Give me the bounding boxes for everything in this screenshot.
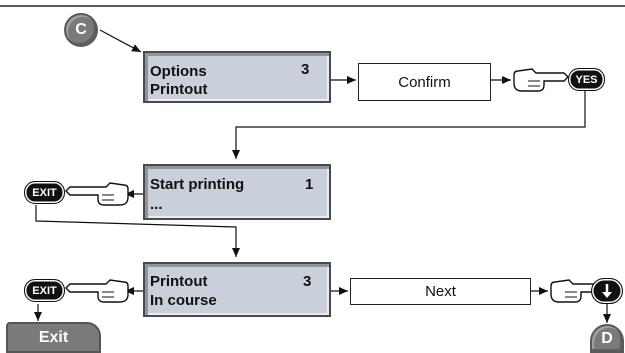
lcd-number: 1 bbox=[305, 176, 314, 193]
exit-key-label: EXIT bbox=[32, 186, 57, 199]
connector-d-label: D bbox=[601, 329, 613, 347]
connector-c-label: C bbox=[75, 21, 87, 38]
connector-c: C bbox=[64, 13, 98, 47]
lcd-line2: ... bbox=[150, 196, 163, 213]
lcd-line1: Printout bbox=[150, 273, 208, 290]
exit-key-label: EXIT bbox=[32, 284, 57, 297]
confirm-step: Confirm bbox=[358, 63, 491, 101]
lcd-line2: Printout bbox=[150, 81, 208, 98]
yes-key-label: YES bbox=[575, 73, 598, 86]
exit-key[interactable]: EXIT bbox=[24, 279, 65, 302]
pointing-hand-icon bbox=[65, 279, 129, 303]
lcd-number: 3 bbox=[303, 273, 312, 290]
confirm-label: Confirm bbox=[398, 73, 451, 91]
arrow-exit-to-printout bbox=[35, 205, 240, 257]
exit-key[interactable]: EXIT bbox=[24, 181, 65, 204]
lcd-screen-options: Options Printout 3 bbox=[143, 51, 331, 103]
connector-d: D bbox=[590, 324, 624, 353]
exit-terminal-label: Exit bbox=[38, 328, 69, 346]
pointing-hand-icon bbox=[513, 68, 569, 92]
down-arrow-icon bbox=[602, 284, 612, 298]
yes-key[interactable]: YES bbox=[568, 68, 605, 91]
arrow-yes-to-start-printing bbox=[232, 91, 586, 159]
next-label: Next bbox=[425, 283, 456, 300]
lcd-line1: Options bbox=[150, 63, 207, 80]
lcd-line2: In course bbox=[150, 292, 217, 309]
lcd-number: 3 bbox=[301, 61, 310, 78]
arrow-c-to-options bbox=[99, 29, 142, 53]
lcd-screen-start-printing: Start printing ... 1 bbox=[143, 164, 331, 220]
next-step: Next bbox=[350, 278, 531, 305]
down-key[interactable] bbox=[591, 278, 623, 304]
exit-terminal: Exit bbox=[6, 322, 101, 353]
lcd-line1: Start printing bbox=[150, 176, 245, 193]
pointing-hand-icon bbox=[65, 182, 129, 206]
lcd-screen-printout-in-course: Printout In course 3 bbox=[143, 262, 331, 317]
